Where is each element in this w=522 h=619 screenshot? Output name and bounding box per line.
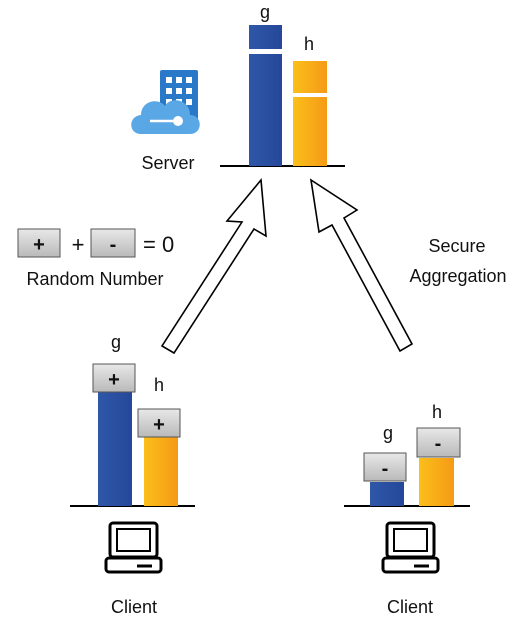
computer-icon [381, 521, 440, 574]
client-left-bar-h [144, 436, 178, 506]
server-bar-g-bottom [249, 54, 282, 166]
client-left-h-sign-box [137, 408, 181, 438]
client-left-label: Client [111, 597, 157, 617]
random-number-equation: + + - = 0 Random Number [17, 228, 174, 289]
client-right-bar-g [370, 482, 404, 506]
client-right-bar-h-label: h [432, 402, 442, 422]
server-bar-g-top [249, 25, 282, 49]
server-bar-h-bottom [293, 97, 327, 166]
client-left-g-sign-box [92, 363, 136, 393]
secure-aggregation-line1: Secure [428, 236, 485, 256]
secure-aggregation-line2: Aggregation [409, 266, 506, 286]
cloud-server-icon [131, 70, 200, 134]
server-group: Server g h [131, 2, 345, 173]
client-right-label: Client [387, 597, 433, 617]
equals-zero: = 0 [143, 232, 174, 257]
server-bar-h-label: h [304, 34, 314, 54]
plus-sign-box [17, 228, 61, 258]
client-left-bar-h-label: h [154, 375, 164, 395]
client-right-g-sign: - [382, 458, 389, 480]
secure-aggregation-label: Secure Aggregation [409, 236, 506, 286]
server-label: Server [141, 153, 194, 173]
client-right-bar-g-label: g [383, 423, 393, 443]
client-left-h-sign: + [153, 414, 165, 436]
upload-arrow-left [160, 177, 267, 355]
client-right-bar-h [419, 458, 454, 506]
minus-sign: - [110, 234, 117, 256]
minus-sign-box [90, 228, 136, 258]
plus-operator: + [72, 232, 85, 257]
server-bar-h-top [293, 61, 327, 93]
client-left-group: + g + h Client [70, 332, 195, 617]
client-right-h-sign-box [416, 427, 461, 458]
client-right-g-sign-box [363, 452, 407, 482]
client-left-bar-g-label: g [111, 332, 121, 352]
server-bar-g-label: g [260, 2, 270, 22]
client-right-h-sign: - [435, 433, 442, 455]
plus-sign: + [33, 234, 45, 256]
client-left-bar-g [98, 391, 132, 506]
upload-arrow-right [309, 178, 414, 353]
random-number-caption: Random Number [26, 269, 163, 289]
client-left-g-sign: + [108, 369, 120, 391]
computer-icon [104, 521, 163, 574]
client-right-group: - g - h Client [344, 402, 470, 617]
